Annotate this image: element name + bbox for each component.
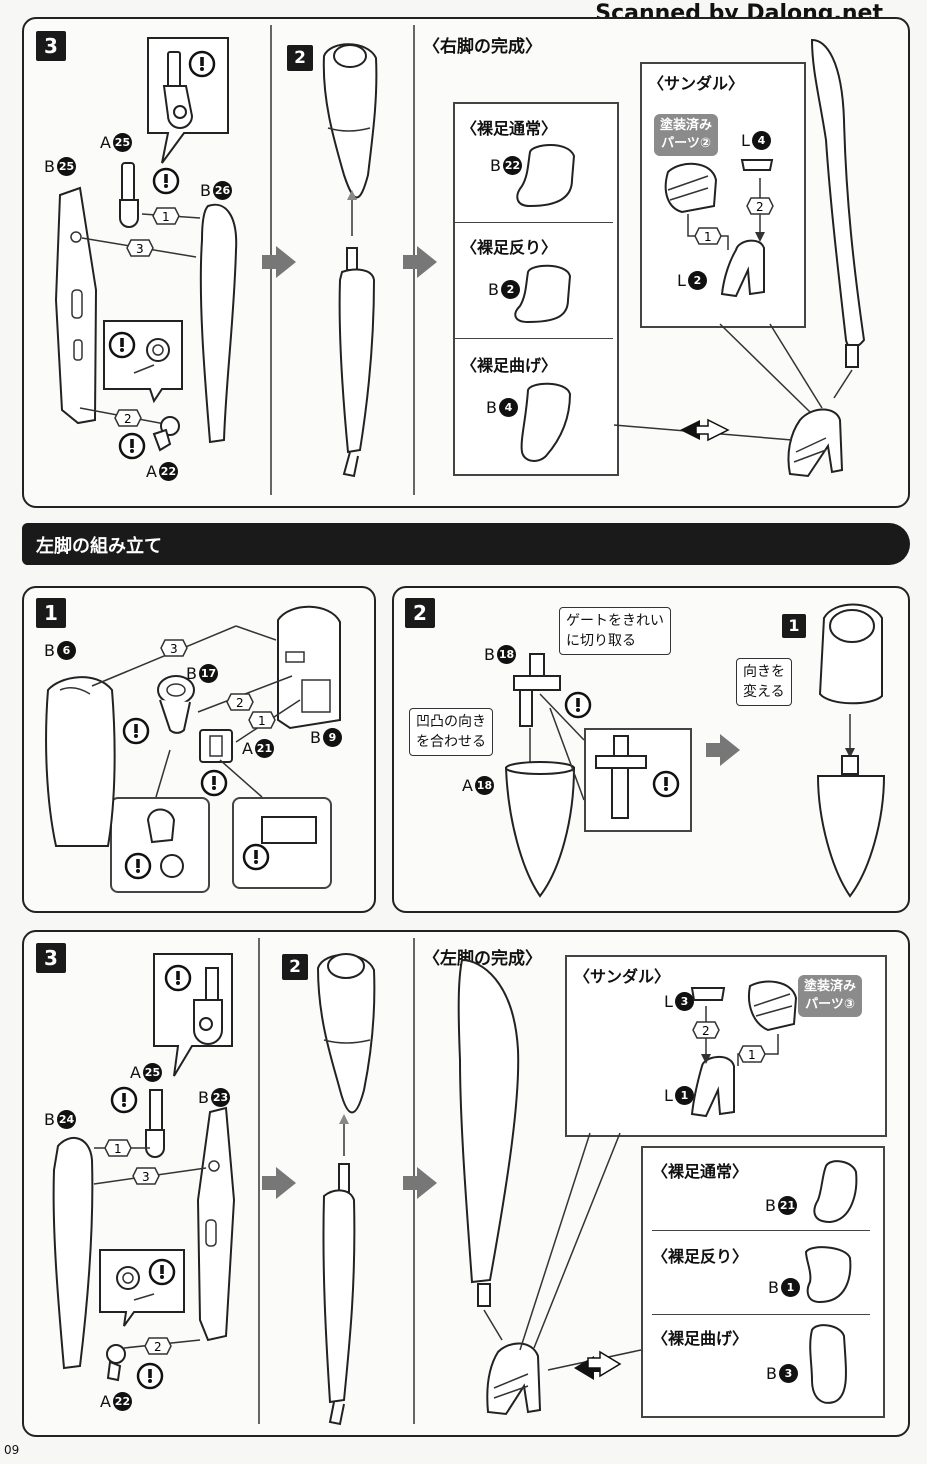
feet-divider	[455, 222, 613, 223]
note-orient: 向きを 変える	[736, 658, 792, 706]
caution-icon	[148, 1258, 176, 1286]
step-number: 3	[36, 943, 66, 973]
foot-title: 〈裸足曲げ〉	[461, 356, 558, 375]
step-number: 2	[287, 45, 313, 71]
caution-icon	[242, 843, 270, 871]
left-leg-complete-title: 〈左脚の完成〉	[423, 949, 542, 969]
svg-text:1: 1	[258, 714, 266, 728]
foot-title: 〈裸足反り〉	[652, 1247, 749, 1266]
feet-divider	[455, 338, 613, 339]
svg-text:2: 2	[702, 1024, 710, 1038]
svg-text:3: 3	[170, 642, 178, 656]
swap-arrow-icon	[574, 1350, 622, 1380]
sandal-title: 〈サンダル〉	[574, 967, 671, 986]
svg-text:2: 2	[124, 412, 132, 426]
caution-icon	[652, 770, 680, 798]
sandal-title: 〈サンダル〉	[648, 74, 745, 93]
feet-divider	[652, 1314, 870, 1315]
caution-icon	[108, 331, 136, 359]
caution-icon	[136, 1362, 164, 1390]
foot-title: 〈裸足反り〉	[461, 238, 558, 257]
flow-arrow-icon	[403, 246, 437, 278]
step-number: 2	[282, 954, 308, 980]
svg-text:2: 2	[236, 696, 244, 710]
svg-text:1: 1	[114, 1142, 122, 1156]
svg-text:3: 3	[142, 1170, 150, 1184]
feet-divider	[652, 1230, 870, 1231]
panel-divider	[258, 938, 260, 1424]
flow-arrow-icon	[403, 1167, 437, 1199]
svg-text:1: 1	[704, 230, 712, 244]
svg-text:2: 2	[154, 1340, 162, 1354]
page-number: 09	[4, 1443, 20, 1457]
svg-text:2: 2	[756, 200, 764, 214]
painted-parts-badge: 塗装済み パーツ②	[654, 114, 719, 156]
flow-arrow-icon	[706, 734, 740, 766]
caution-icon	[118, 432, 146, 460]
caution-icon	[200, 769, 228, 797]
step-number: 1	[782, 614, 806, 638]
step-number: 1	[36, 598, 66, 628]
painted-parts-badge: 塗装済み パーツ③	[798, 975, 863, 1017]
svg-text:3: 3	[136, 242, 144, 256]
svg-text:1: 1	[162, 210, 170, 224]
right-leg-complete-title: 〈右脚の完成〉	[423, 37, 542, 57]
flow-arrow-icon	[262, 246, 296, 278]
foot-title: 〈裸足通常〉	[652, 1162, 749, 1181]
caution-icon	[164, 964, 192, 992]
note-align: 凹凸の向き を合わせる	[409, 708, 493, 756]
note-gate: ゲートをきれい に切り取る	[559, 607, 671, 655]
foot-title: 〈裸足通常〉	[461, 119, 558, 138]
left-leg-assembly-header: 左脚の組み立て	[22, 523, 910, 565]
caution-icon	[110, 1086, 138, 1114]
caution-icon	[124, 852, 152, 880]
caution-icon	[564, 691, 592, 719]
svg-text:1: 1	[748, 1048, 756, 1062]
step-number: 3	[36, 31, 66, 61]
step-number: 2	[405, 598, 435, 628]
caution-icon	[152, 167, 180, 195]
foot-title: 〈裸足曲げ〉	[652, 1329, 749, 1348]
caution-icon	[122, 717, 150, 745]
caution-icon	[188, 50, 216, 78]
flow-arrow-icon	[262, 1167, 296, 1199]
swap-arrow-icon	[680, 418, 730, 442]
